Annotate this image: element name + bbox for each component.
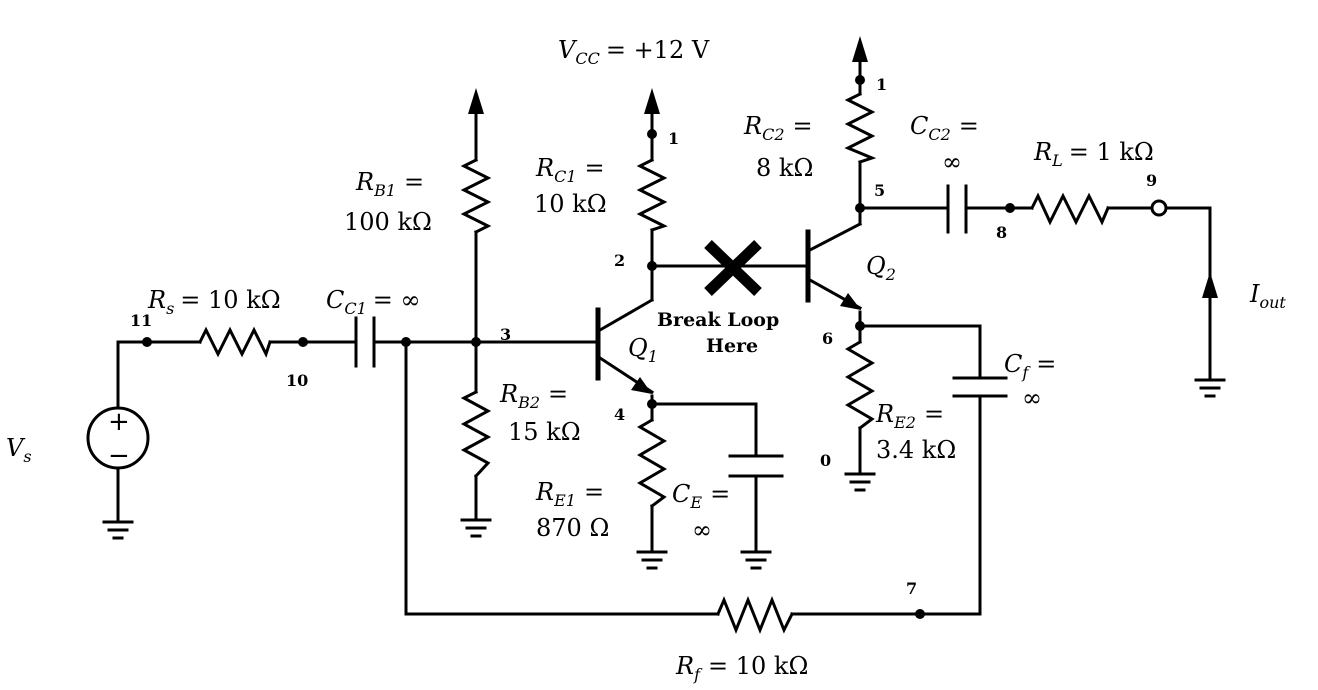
resistor-re2 [845,339,875,431]
resistor-rs [197,326,272,358]
capacitor-ce [728,454,784,478]
supply-arrow-rc1 [644,88,660,114]
re2-value: 3.4 kΩ [876,436,956,464]
rc2-label: RC2= [743,112,813,144]
supply-arrow-rb1 [468,88,484,114]
capacitor-cc1 [354,316,376,368]
rs-label: Rs= 10 kΩ [147,286,281,318]
resistor-rf [716,595,795,635]
resistor-rl [1029,192,1110,226]
iout-label: Iout [1249,280,1286,312]
svg-text:+: + [108,407,130,437]
source-label: Vs [6,434,32,466]
node-10-label: 10 [286,371,308,390]
capacitor-cc2 [946,184,968,234]
cf-label: Cf= [1004,350,1056,382]
node-8-label: 8 [996,223,1007,242]
rb2-label: RB2= [499,380,568,412]
rb1-label: RB1= [355,168,424,200]
node-9-label: 9 [1146,171,1157,190]
output-terminal [1150,199,1168,217]
node-1a-label: 1 [668,129,679,148]
node-2-label: 2 [614,251,625,270]
resistor-rb1 [460,157,492,235]
break-loop-x-icon [704,240,762,296]
rc1-label: RC1= [535,154,605,186]
node-4-label: 4 [614,405,625,424]
re2-label: RE2= [875,400,944,432]
node-6-label: 6 [822,329,833,348]
capacitor-cf [952,376,1008,398]
supply-label: VCC= +12 V [558,36,710,68]
resistor-re1 [637,417,667,509]
q2-label: Q2 [866,252,896,284]
rl-label: RL= 1 kΩ [1033,138,1154,170]
cc2-value: ∞ [942,148,962,176]
q1-label: Q1 [628,334,658,366]
node-11-label: 11 [130,311,152,330]
cc2-label: CC2= [910,112,979,144]
rc2-value: 8 kΩ [756,154,813,182]
junction-dots [142,75,1015,619]
re1-value: 870 Ω [536,514,609,542]
rf-label: Rf= 10 kΩ [675,652,808,684]
break-loop-label-line1: Break Loop [657,309,779,331]
ce-label: CE= [672,480,730,512]
supply-arrow-rc2 [852,36,868,62]
resistor-rc2 [844,91,877,164]
resistor-rc1 [636,157,668,232]
cc1-label: CC1= ∞ [326,286,421,318]
node-5-label: 5 [874,181,885,200]
rb1-value: 100 kΩ [344,208,432,236]
node-1b-label: 1 [876,75,887,94]
resistor-rb2 [460,389,492,479]
ground-symbols [102,378,1226,570]
node-3-label: 3 [500,325,511,344]
rc1-value: 10 kΩ [534,190,607,218]
voltage-source-vs: + − [86,406,150,471]
svg-text:−: − [108,441,130,471]
node-0-label: 0 [820,451,831,470]
svg-text:VCC= +12 V: VCC= +12 V [558,36,710,68]
transistor-q1 [595,297,655,395]
ce-value: ∞ [692,516,712,544]
node-7-label: 7 [906,579,917,598]
transistor-q2 [805,221,863,311]
re1-label: RE1= [535,478,604,510]
rb2-value: 15 kΩ [508,418,581,446]
cf-value: ∞ [1022,384,1042,412]
output-current-arrow [1202,272,1218,298]
break-loop-label-line2: Here [706,335,758,357]
